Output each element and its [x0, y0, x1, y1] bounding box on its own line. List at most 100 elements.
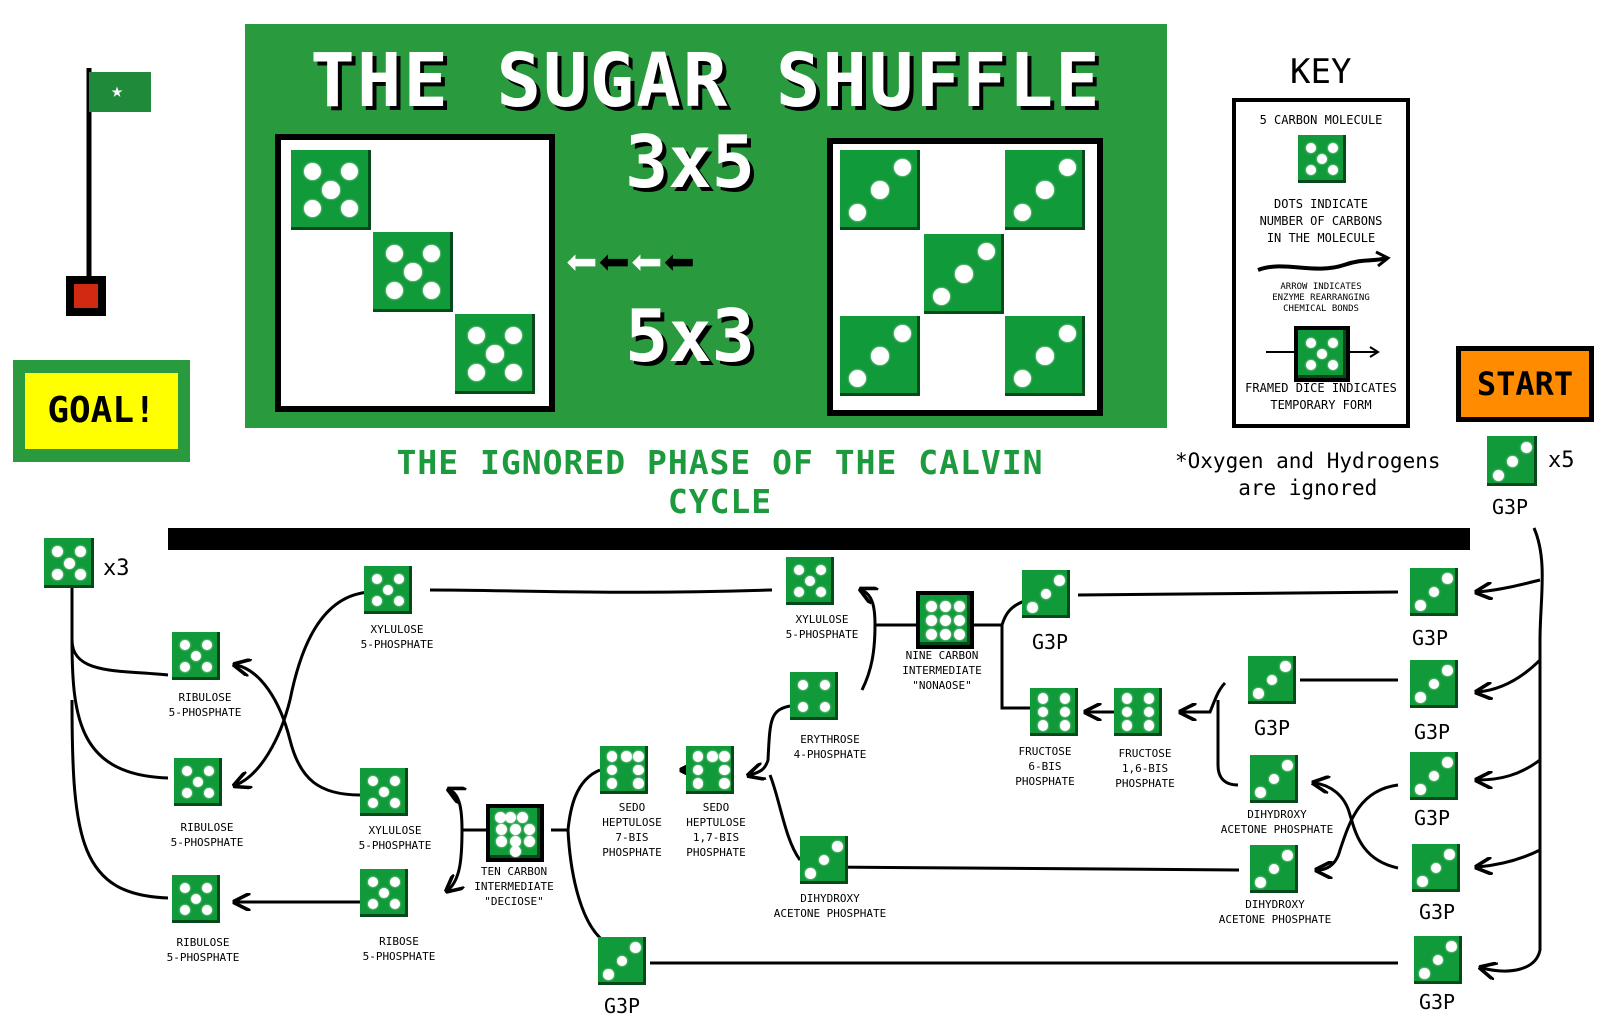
key-die	[1294, 326, 1350, 382]
pip	[797, 679, 809, 691]
pip	[953, 628, 965, 640]
flag-base-icon	[66, 276, 106, 316]
pip	[1327, 337, 1339, 349]
pip	[1305, 164, 1317, 176]
pip	[621, 751, 632, 762]
label-ribulose-3: RIBULOSE 5-PHOSPHATE	[166, 936, 240, 964]
pip	[1059, 706, 1071, 718]
pip	[1040, 588, 1052, 600]
pip	[606, 778, 618, 789]
pip	[517, 811, 528, 823]
pip	[818, 854, 830, 866]
pip	[815, 586, 827, 598]
pip	[509, 835, 521, 847]
banner-die	[924, 234, 1004, 314]
pip	[179, 639, 191, 651]
pip	[1037, 693, 1049, 704]
pip	[203, 787, 215, 799]
g3p-label-5: G3P	[1418, 990, 1456, 1014]
pip	[378, 887, 390, 899]
pip	[804, 575, 816, 587]
pip	[1417, 876, 1428, 887]
star-icon: ★	[111, 78, 124, 102]
pip	[1415, 784, 1426, 795]
page-title: THE SUGAR SHUFFLE	[310, 38, 1102, 124]
pip	[797, 701, 809, 713]
pip	[504, 363, 523, 382]
label-ribose: RIBOSE 5-PHOSPHATE	[362, 935, 436, 963]
pip	[871, 347, 889, 365]
pip	[832, 841, 843, 852]
pip	[1266, 674, 1278, 686]
g3p-label-1: G3P	[1411, 626, 1449, 650]
pip	[692, 751, 704, 762]
pip	[371, 595, 383, 607]
pip	[1253, 688, 1264, 699]
pip	[1058, 158, 1077, 177]
goal-label: GOAL!	[25, 373, 178, 449]
pip	[1428, 586, 1440, 598]
subtitle: THE IGNORED PHASE OF THE CALVIN CYCLE	[396, 443, 1044, 521]
pip	[1446, 941, 1457, 952]
label-fructose-6: FRUCTOSE 6-BIS PHOSPHATE	[1015, 745, 1075, 788]
pip	[692, 778, 704, 789]
pip	[603, 969, 614, 980]
g3p-label-mid: G3P	[1031, 630, 1069, 654]
pip	[509, 845, 521, 857]
pip	[955, 265, 973, 283]
pip	[303, 162, 322, 181]
g3p-die	[1412, 844, 1460, 892]
pip	[1059, 693, 1071, 704]
pip	[1036, 347, 1054, 365]
dhap-die	[1250, 755, 1298, 803]
pip	[893, 324, 912, 343]
pip	[1442, 757, 1453, 768]
pip	[1143, 693, 1155, 704]
pip	[1492, 469, 1504, 481]
pip	[523, 835, 535, 847]
erythrose-die	[790, 672, 838, 720]
label-dhap-2: DIHYDROXY ACETONE PHOSPHATE	[1218, 898, 1332, 926]
pip	[1432, 954, 1444, 966]
pip	[953, 614, 965, 626]
pip	[385, 281, 404, 300]
deciose-die	[486, 804, 544, 862]
pip	[75, 546, 86, 557]
pip	[1327, 164, 1339, 176]
pip	[1143, 720, 1155, 731]
pip	[1059, 720, 1071, 731]
label-sedo-17: SEDO HEPTULOSE 1,7-BIS PHOSPHATE	[686, 801, 746, 859]
pip	[495, 835, 507, 847]
pip	[1428, 770, 1440, 782]
pip	[848, 369, 867, 388]
g3p-die	[1410, 660, 1458, 708]
label-deciose: TEN CARBON INTERMEDIATE "DECIOSE"	[474, 865, 554, 908]
pip	[819, 679, 831, 691]
label-fructose-16: FRUCTOSE 1,6-BIS PHOSPHATE	[1115, 747, 1175, 790]
pip	[1327, 359, 1339, 371]
nonaose-die	[916, 591, 974, 649]
key-framed-note: FRAMED DICE INDICATES TEMPORARY FORM	[1245, 381, 1397, 412]
dhap-die	[1250, 845, 1298, 893]
label-xylulose-mid: XYLULOSE 5-PHOSPHATE	[358, 824, 432, 852]
xylulose-die	[786, 557, 834, 605]
banner-die	[1005, 150, 1085, 230]
pip	[1444, 849, 1455, 860]
pip	[977, 242, 996, 261]
pip	[404, 263, 422, 281]
start-marker: START	[1456, 346, 1594, 422]
pip	[378, 786, 390, 798]
pip	[371, 573, 383, 585]
pip	[1415, 692, 1426, 703]
pip	[389, 898, 401, 910]
pip	[925, 600, 937, 612]
g3p-die	[598, 937, 646, 985]
pip	[494, 811, 506, 823]
pip	[367, 876, 379, 888]
pip	[467, 363, 486, 382]
pip	[939, 600, 951, 612]
pip	[201, 639, 213, 651]
pip	[819, 701, 831, 713]
pip	[389, 876, 401, 888]
pip	[633, 764, 644, 776]
